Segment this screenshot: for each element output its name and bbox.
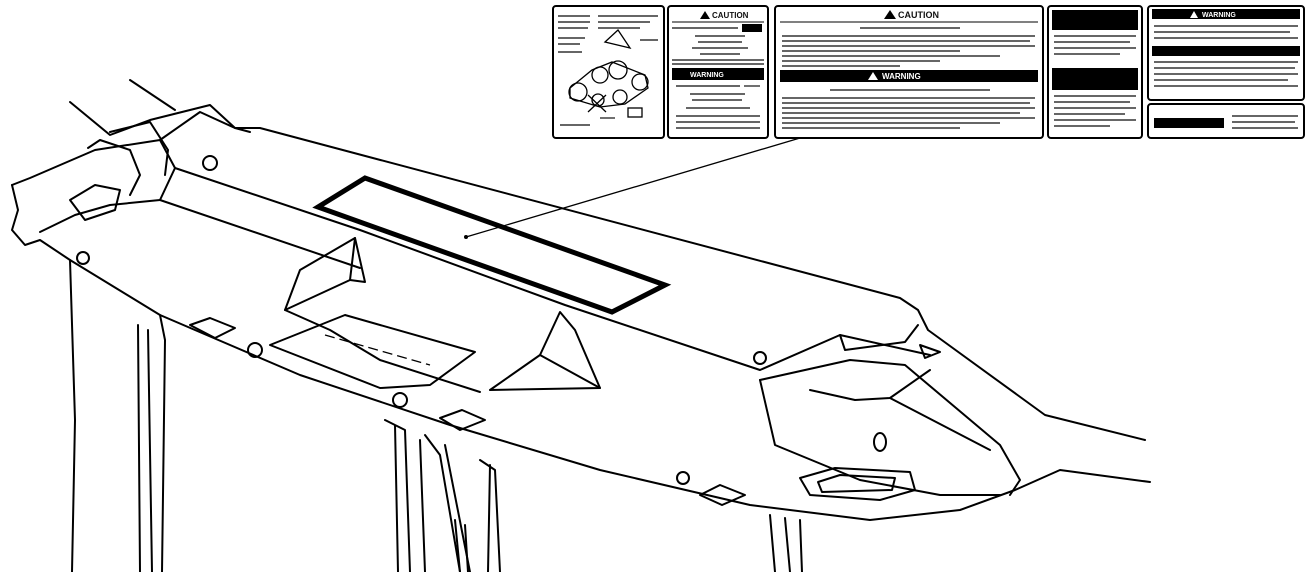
radiator-support xyxy=(11,79,1151,572)
caution-label-large: CAUTION WARNING xyxy=(774,5,1044,139)
dark-header-label xyxy=(1047,5,1143,139)
label-location-outline xyxy=(312,175,672,315)
caution-large-warning: CAUTION xyxy=(898,10,939,20)
belt-routing-label xyxy=(552,5,665,139)
caution-label-small: CAUTION WARNING xyxy=(667,5,769,139)
right-brand-label xyxy=(1147,103,1305,139)
caution-large-warning2: WARNING xyxy=(882,72,921,81)
right-warning-label: WARNING xyxy=(1147,5,1305,101)
leader-line xyxy=(465,137,801,238)
caution-small-warning2: WARNING xyxy=(690,72,724,79)
caution-small-warning: CAUTION xyxy=(712,11,749,20)
right-warning-heading: WARNING xyxy=(1202,12,1236,19)
